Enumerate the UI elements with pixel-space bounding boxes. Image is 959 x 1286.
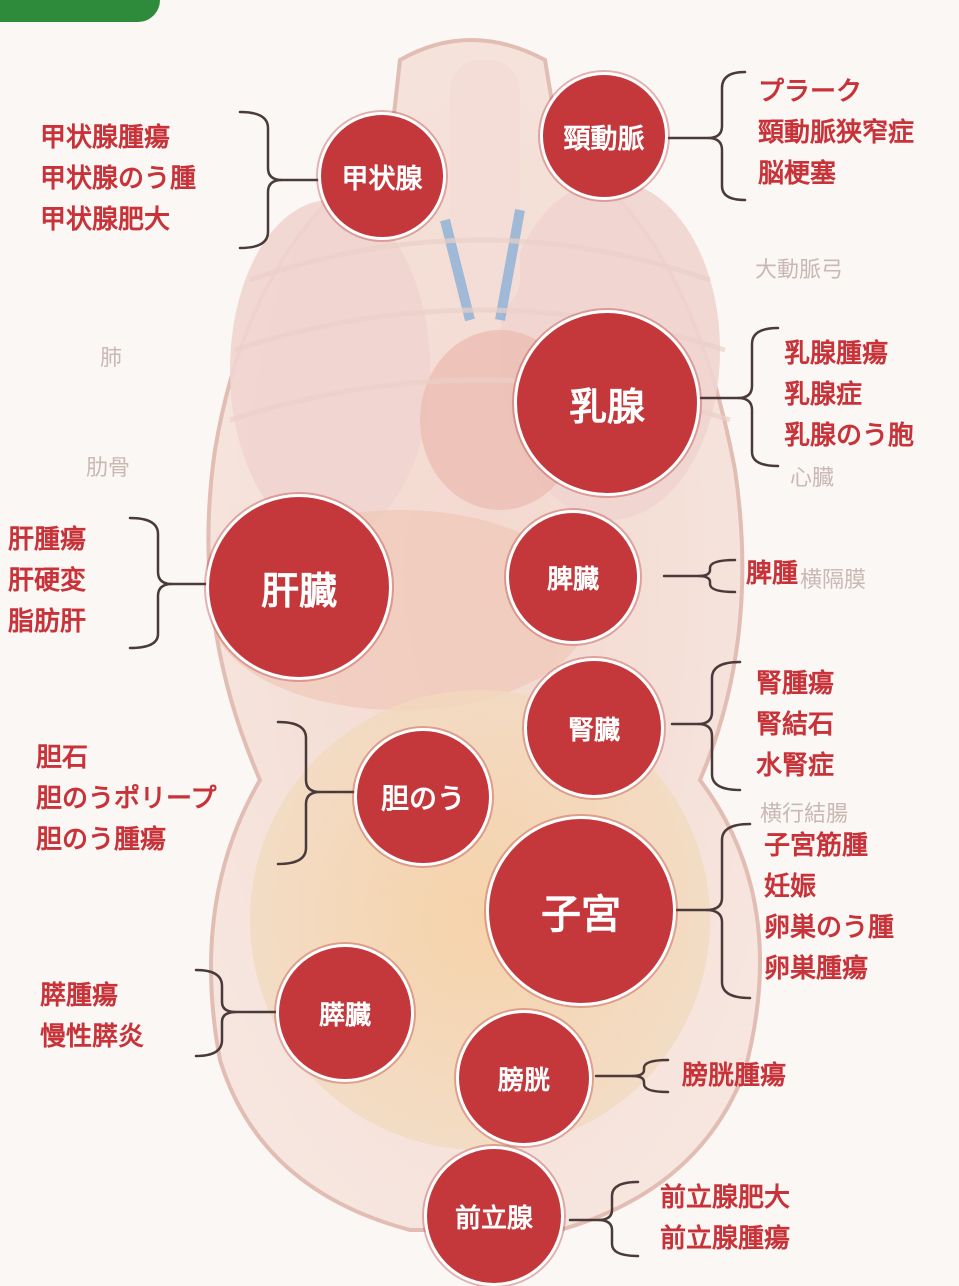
condition-item: 子宮筋腫: [764, 831, 869, 861]
conditions-carotid: プラーク 頸動脈狭窄症 脳梗塞: [758, 72, 914, 195]
organ-label: 頸動脈: [563, 123, 645, 155]
condition-item: 胆石: [36, 743, 89, 773]
organ-label: 乳腺: [568, 384, 645, 429]
condition-item: 胆のうポリープ: [36, 784, 217, 814]
organ-breast[interactable]: 乳腺: [514, 310, 700, 496]
condition-item: 胆のう腫瘍: [36, 825, 167, 855]
condition-item: 甲状腺肥大: [40, 205, 171, 235]
organ-bladder[interactable]: 膀胱: [456, 1010, 592, 1146]
condition-item: 乳腺のう胞: [784, 421, 915, 451]
condition-item: 肝硬変: [8, 566, 87, 596]
organ-thyroid[interactable]: 甲状腺: [318, 112, 446, 240]
background-label-heart: 心臓: [790, 466, 835, 491]
conditions-kidney: 腎腫瘍 腎結石 水腎症: [756, 664, 834, 787]
condition-item: 水腎症: [756, 751, 835, 781]
organ-label: 肝臓: [260, 568, 337, 613]
organ-liver[interactable]: 肝臓: [206, 494, 392, 680]
condition-item: 前立腺肥大: [660, 1183, 791, 1213]
condition-item: 脂肪肝: [8, 607, 87, 637]
organ-label: 前立腺: [454, 1203, 533, 1234]
condition-item: プラーク: [758, 77, 863, 107]
organ-label: 腎臓: [567, 715, 620, 746]
background-label-lung: 肺: [100, 346, 123, 371]
organ-label: 膀胱: [497, 1065, 550, 1096]
blood-vessels: [440, 209, 525, 322]
bracket-lines: [128, 70, 780, 1258]
conditions-uterus: 子宮筋腫 妊娠 卵巣のう腫 卵巣腫瘍: [764, 826, 894, 990]
background-label-rib: 肋骨: [86, 456, 131, 481]
organ-label: 子宮: [541, 892, 621, 938]
organ-gallbladder[interactable]: 胆のう: [354, 728, 492, 866]
conditions-liver: 肝腫瘍 肝硬変 脂肪肝: [8, 520, 86, 643]
organ-label: 胆のう: [380, 782, 465, 815]
organ-prostate[interactable]: 前立腺: [424, 1146, 564, 1286]
condition-item: 甲状腺のう腫: [40, 164, 197, 194]
background-label-aortic-arch: 大動脈弓: [755, 258, 844, 283]
background-label-transverse-colon: 横行結腸: [760, 802, 849, 827]
organ-carotid[interactable]: 頸動脈: [540, 72, 668, 200]
condition-item: 妊娠: [764, 872, 817, 902]
condition-item: 卵巣のう腫: [764, 913, 895, 943]
condition-item: 脳梗塞: [758, 159, 837, 189]
condition-item: 乳腺腫瘍: [784, 339, 889, 369]
organ-label: 膵臓: [318, 1000, 371, 1031]
condition-item: 慢性膵炎: [40, 1022, 145, 1052]
conditions-gallbladder: 胆石 胆のうポリープ 胆のう腫瘍: [36, 738, 216, 861]
condition-item: 卵巣腫瘍: [764, 954, 869, 984]
condition-item: 脾腫: [746, 559, 799, 589]
condition-item: 前立腺腫瘍: [660, 1224, 791, 1254]
condition-item: 乳腺症: [784, 380, 863, 410]
condition-item: 腎腫瘍: [756, 669, 835, 699]
conditions-bladder: 膀胱腫瘍: [682, 1056, 786, 1097]
organ-label: 脾臓: [546, 564, 599, 595]
organ-label: 甲状腺: [341, 163, 423, 195]
green-header-tab: [0, 0, 160, 22]
organ-uterus[interactable]: 子宮: [486, 816, 676, 1006]
organ-kidney[interactable]: 腎臓: [524, 658, 664, 798]
organ-spleen[interactable]: 脾臓: [506, 510, 640, 644]
conditions-breast: 乳腺腫瘍 乳腺症 乳腺のう胞: [784, 334, 914, 457]
condition-item: 肝腫瘍: [8, 525, 87, 555]
conditions-thyroid: 甲状腺腫瘍 甲状腺のう腫 甲状腺肥大: [40, 118, 196, 241]
condition-item: 膵腫瘍: [40, 981, 119, 1011]
trachea: [450, 60, 520, 310]
conditions-pancreas: 膵腫瘍 慢性膵炎: [40, 976, 144, 1058]
conditions-prostate: 前立腺肥大 前立腺腫瘍: [660, 1178, 790, 1260]
organ-pancreas[interactable]: 膵臓: [276, 944, 414, 1082]
conditions-spleen: 脾腫: [746, 554, 798, 595]
condition-item: 膀胱腫瘍: [682, 1061, 787, 1091]
condition-item: 腎結石: [756, 710, 835, 740]
condition-item: 頸動脈狭窄症: [758, 118, 915, 148]
background-label-diaphragm: 横隔膜: [800, 568, 867, 593]
condition-item: 甲状腺腫瘍: [40, 123, 171, 153]
left-lung: [230, 200, 430, 540]
